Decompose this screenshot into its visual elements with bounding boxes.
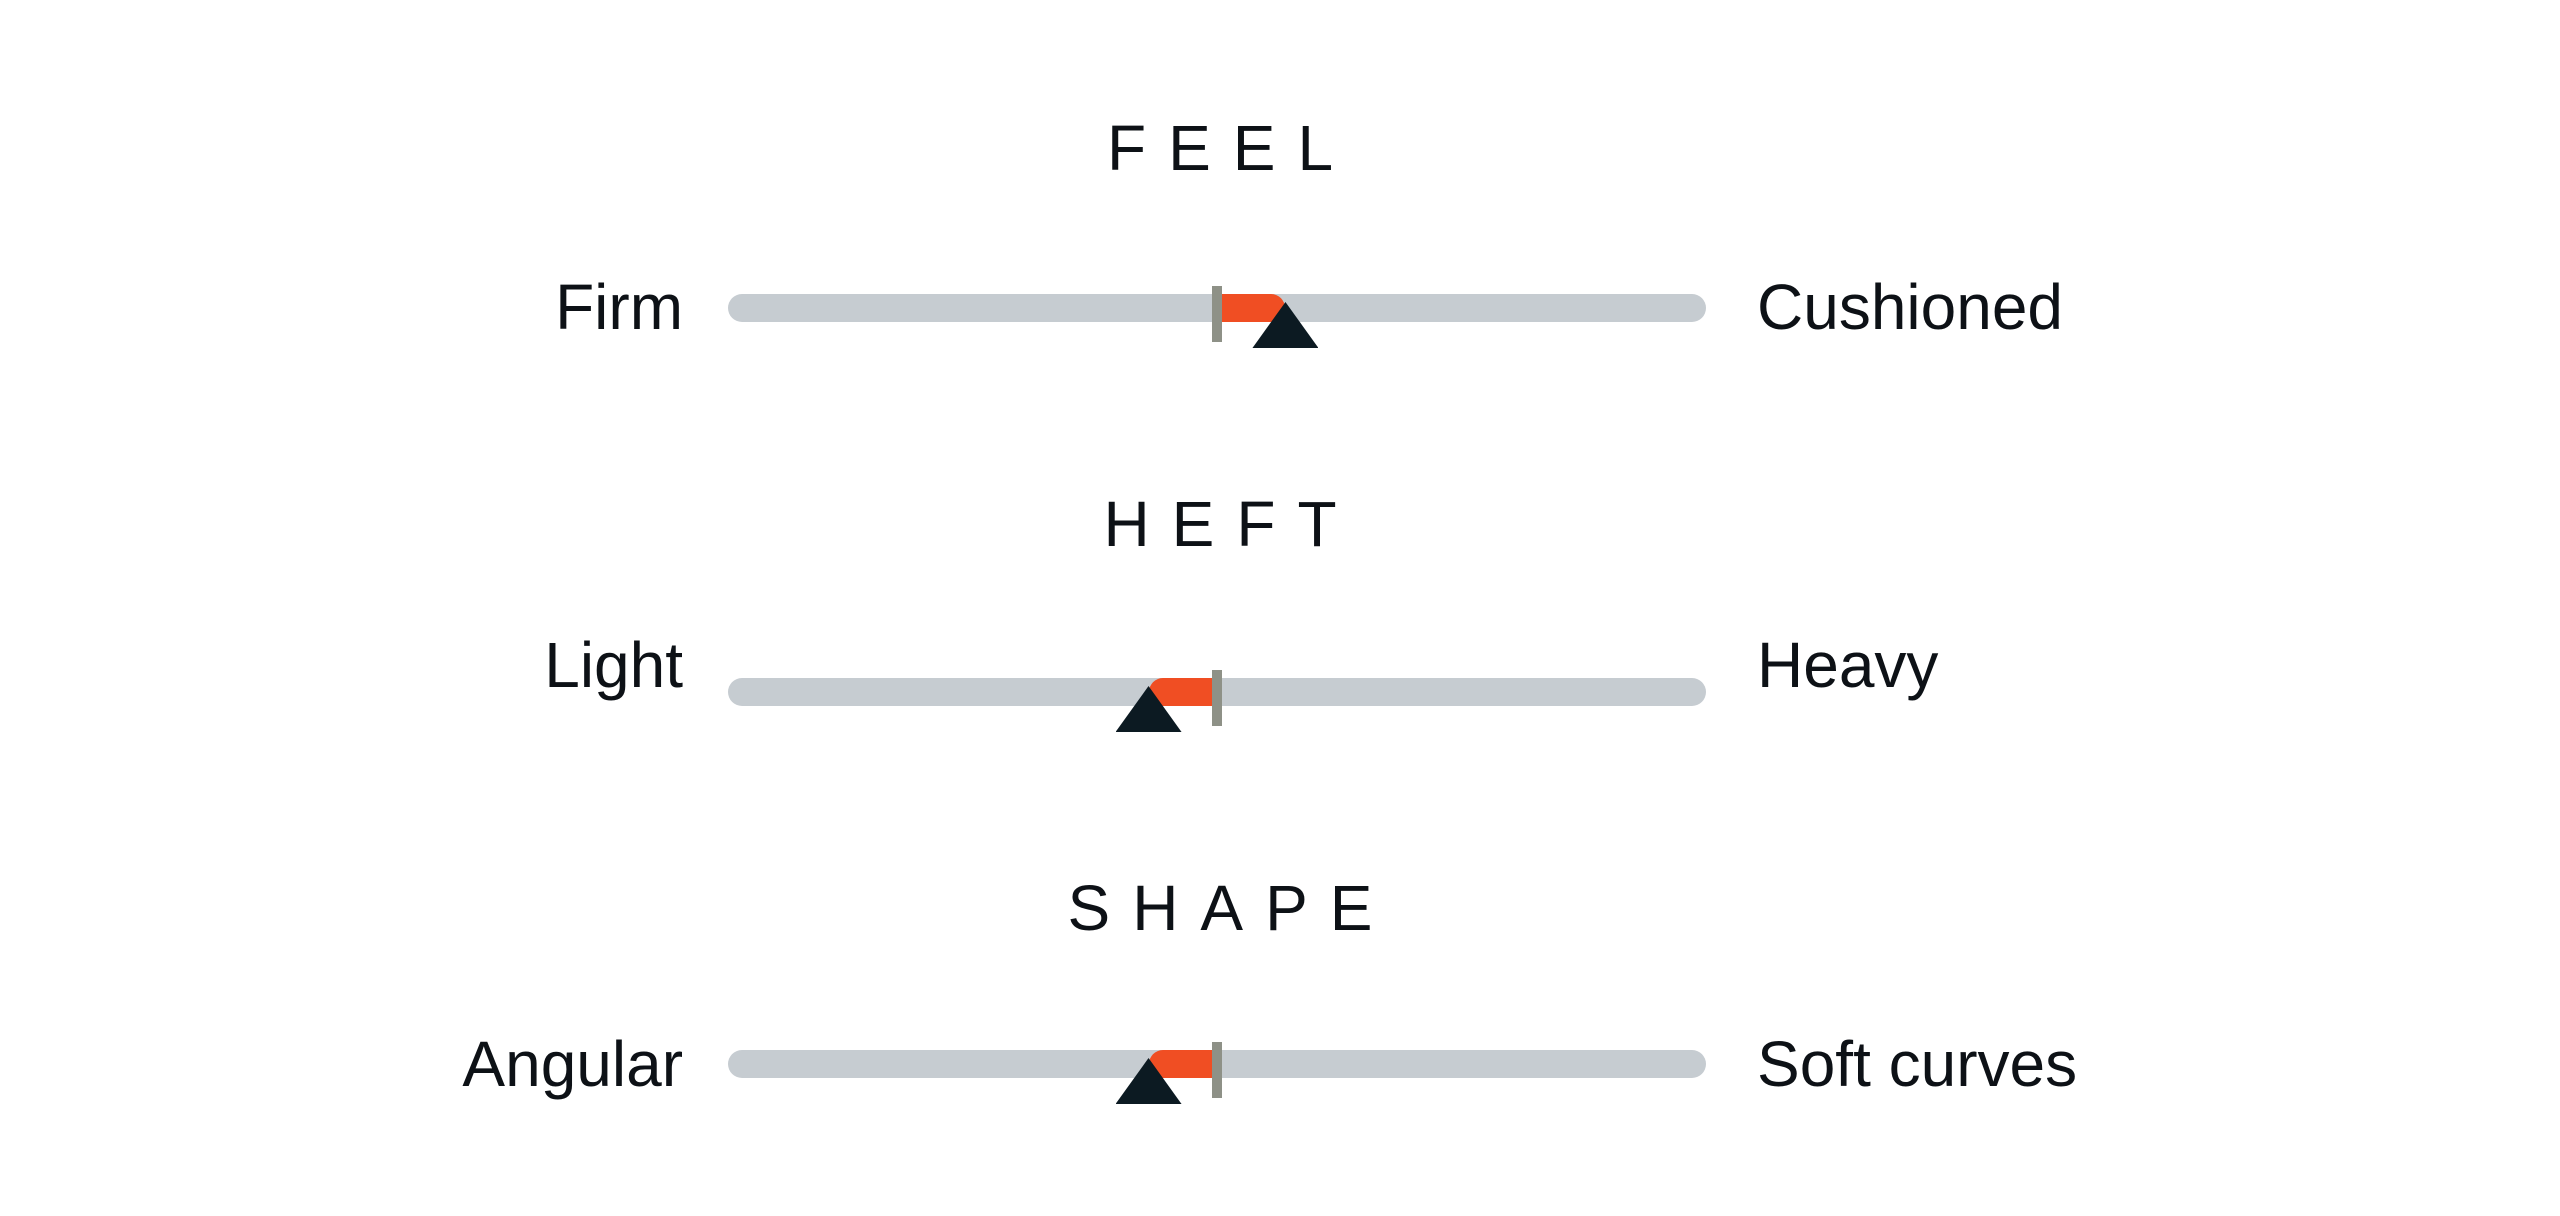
scale-left-label: Firm — [555, 271, 683, 343]
scale-feel: FEEL Firm Cushioned — [0, 0, 2560, 400]
scale-right-label: Cushioned — [1757, 271, 2063, 343]
scale-title: FEEL — [1106, 112, 1356, 184]
scale-title: HEFT — [1103, 488, 1359, 560]
scale-right-label: Soft curves — [1757, 1028, 2078, 1100]
midpoint-tick — [1212, 670, 1222, 726]
scale-right-label: Heavy — [1757, 629, 1939, 701]
slider-track[interactable] — [728, 286, 1706, 348]
slider-fill — [1148, 1050, 1217, 1078]
scale-title: SHAPE — [1067, 872, 1395, 944]
scale-left-label: Light — [544, 629, 683, 701]
slider-track[interactable] — [728, 1042, 1706, 1104]
scale-heft: HEFT Light Heavy — [0, 0, 2560, 732]
midpoint-tick — [1212, 286, 1222, 342]
slider-track[interactable] — [728, 670, 1706, 732]
scale-left-label: Angular — [462, 1028, 683, 1100]
scale-shape: SHAPE Angular Soft curves — [0, 0, 2560, 1104]
slider-fill — [1217, 294, 1286, 322]
slider-fill — [1148, 678, 1217, 706]
midpoint-tick — [1212, 1042, 1222, 1098]
